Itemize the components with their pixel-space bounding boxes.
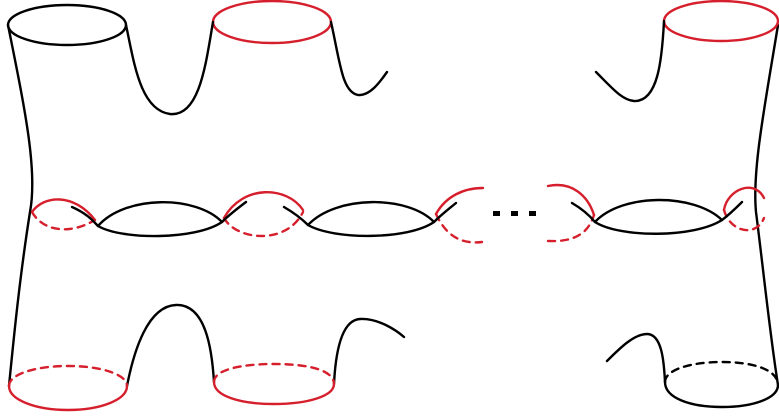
right-outer-wall — [754, 23, 779, 387]
bottom-open-curve-middle — [332, 317, 406, 386]
bottom-left-cutting-circle-front — [7, 384, 129, 412]
bottom-right-boundary-circle-front — [663, 380, 779, 409]
bottom-left-cutting-circle-back — [7, 364, 129, 388]
top-left-boundary-circle — [6, 3, 128, 47]
middle-cut-3-back — [434, 212, 484, 244]
left-outer-wall — [6, 23, 34, 388]
ellipsis-dots — [493, 211, 536, 216]
middle-hole-1-top — [70, 200, 248, 228]
top-right-cutting-circle — [662, 0, 779, 43]
bottom-middle-cutting-circle-front — [212, 380, 336, 406]
middle-cut-3-front — [434, 186, 485, 216]
top-open-curve-middle — [329, 20, 389, 97]
middle-cut-1-front — [30, 198, 97, 222]
middle-hole-1-bottom — [96, 220, 224, 238]
bottom-arch-left — [125, 303, 216, 388]
top-open-curve-right — [594, 19, 666, 103]
top-u-curve-left — [124, 20, 215, 116]
middle-cut-5-front — [722, 186, 766, 212]
bottom-right-boundary-circle-back — [663, 360, 779, 387]
bottom-middle-cutting-circle-back — [212, 362, 336, 386]
middle-hole-3-top — [570, 198, 744, 224]
middle-cut-4-back — [546, 213, 596, 243]
ellipsis-dot-2 — [511, 211, 518, 216]
middle-cut-4-front — [546, 183, 596, 217]
ellipsis-dot-3 — [529, 211, 536, 216]
middle-cut-1-back — [30, 210, 97, 231]
middle-cut-2-back — [222, 210, 305, 238]
bottom-open-curve-right — [605, 332, 667, 384]
ellipsis-dot-1 — [493, 211, 500, 216]
top-middle-cutting-circle — [211, 0, 333, 45]
middle-hole-2-top — [282, 200, 458, 227]
middle-hole-2-bottom — [306, 220, 436, 238]
middle-cut-2-front — [222, 191, 305, 220]
middle-hole-3-bottom — [593, 218, 724, 235]
